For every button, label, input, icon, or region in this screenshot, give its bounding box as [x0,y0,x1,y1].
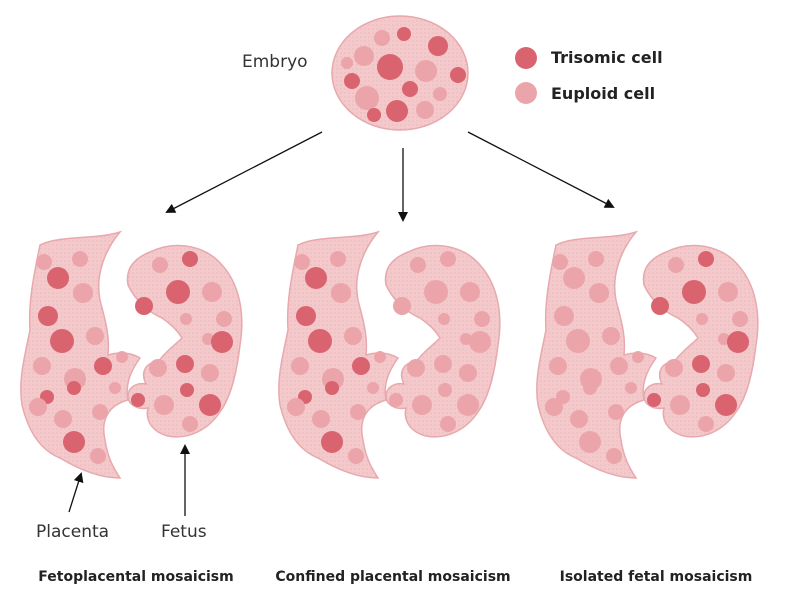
placenta-pointer-arrow [68,472,84,513]
embryo-label: Embryo [242,52,308,72]
panel-fetoplacental [20,231,243,479]
caption-confined-placental: Confined placental mosaicism [275,569,511,585]
arrow-right [467,131,615,208]
fetus-label: Fetus [161,522,207,542]
arrow-left [165,131,323,213]
panel-confined-placental [278,231,501,479]
legend-euploid-label: Euploid cell [551,84,656,103]
legend-euploid-swatch [515,82,537,104]
caption-isolated-fetal: Isolated fetal mosaicism [559,569,753,585]
caption-fetoplacental: Fetoplacental mosaicism [38,569,234,585]
panel-isolated-fetal [536,231,759,479]
legend-trisomic-swatch [515,47,537,69]
embryo [331,15,469,131]
placenta-label: Placenta [36,522,110,542]
legend-trisomic-label: Trisomic cell [551,48,663,67]
